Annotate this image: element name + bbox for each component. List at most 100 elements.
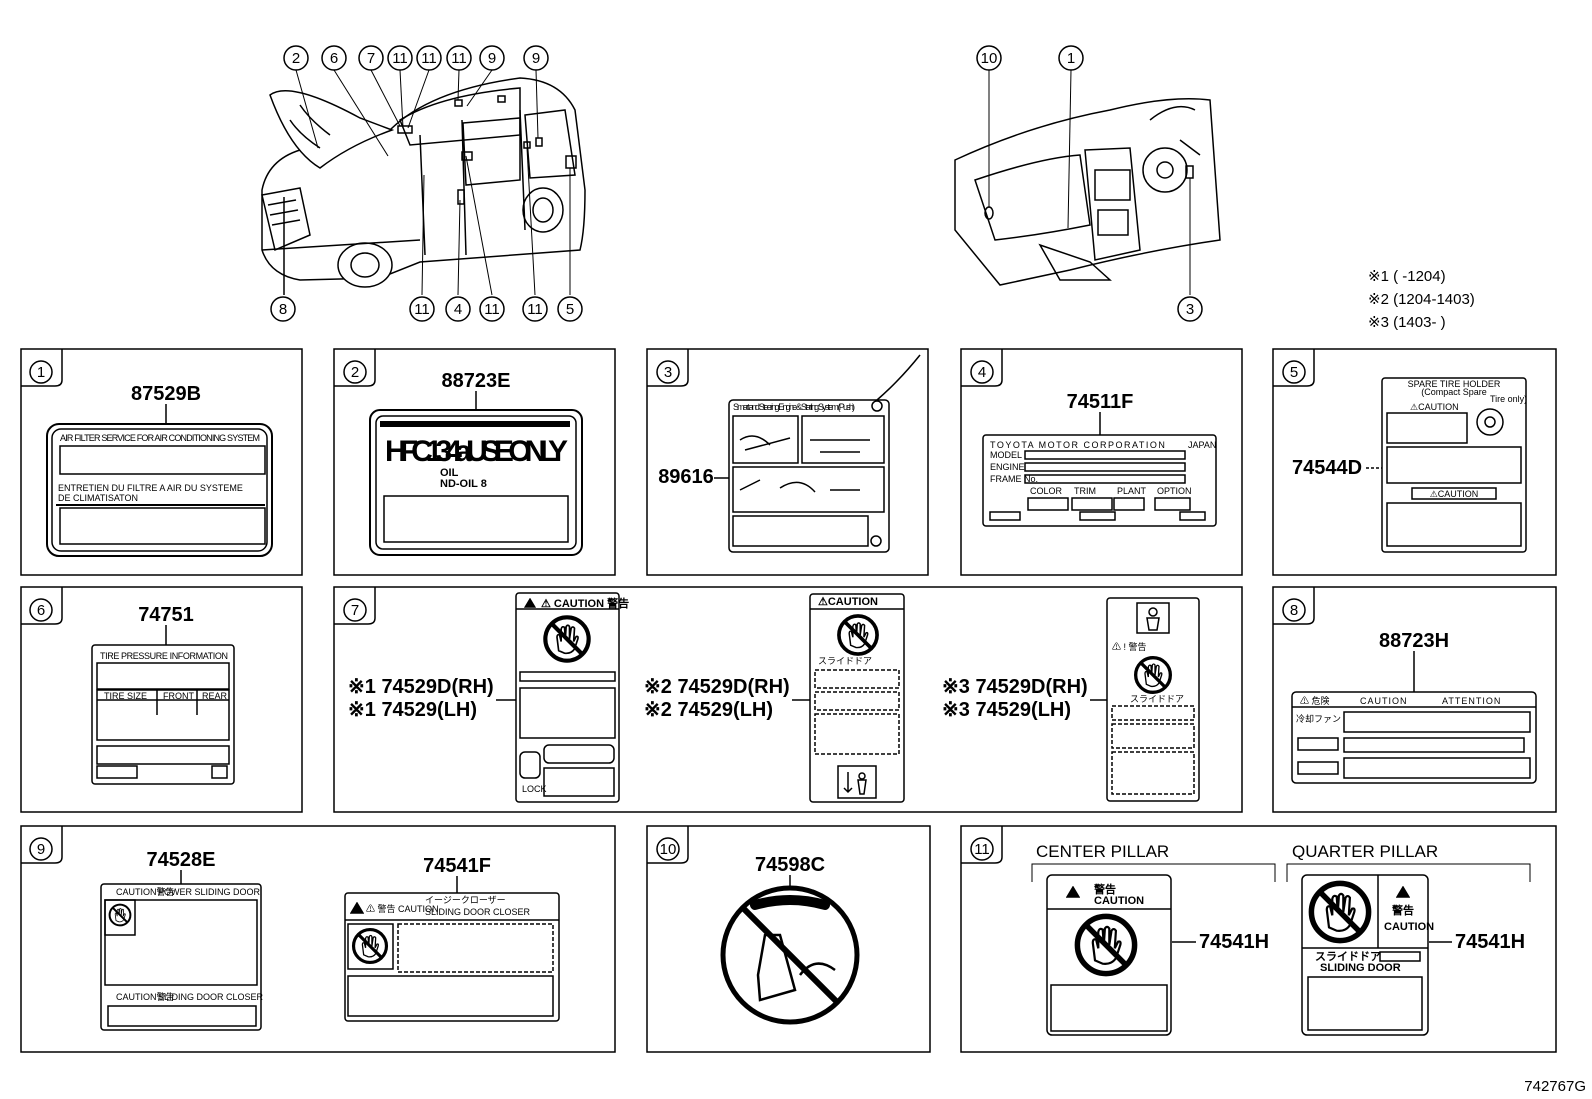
danger-label: ⚠ 危険 [1300, 695, 1330, 706]
panel-3: 3 89616 Smart and Steering Engine & Star… [646, 348, 929, 576]
label-heading: SPARE TIRE HOLDER [1408, 379, 1501, 389]
panel-10: 10 74598C [646, 825, 931, 1053]
caution-top: ⚠CAUTION [1410, 402, 1459, 412]
label-heading: Smart and Steering Engine & Starting Sys… [733, 402, 855, 412]
panel-6: 6 74751 TIRE PRESSURE INFORMATION TIRE S… [20, 586, 303, 813]
panel-number: 3 [664, 364, 672, 381]
svg-text:10: 10 [981, 50, 998, 67]
no-hand-icon [1077, 916, 1134, 973]
no-hand-icon [1311, 883, 1368, 940]
jp-slide-b: スライドドア [1315, 950, 1381, 963]
tire-size-header: TIRE SIZE [104, 691, 147, 701]
lock-label: LOCK [522, 784, 547, 794]
warn-a: 警告 [1093, 882, 1116, 896]
note-1: ※1 ( -1204) [1368, 268, 1446, 285]
center-pillar-heading: CENTER PILLAR [1036, 842, 1169, 861]
svg-text:2: 2 [292, 50, 300, 67]
panel-number: 4 [978, 364, 986, 381]
dashboard-interior-illustration [954, 98, 1221, 286]
caution-a: ⚠ CAUTION 警告 [541, 596, 629, 610]
svg-text:11: 11 [414, 301, 430, 318]
airbag-child-seat-icon [720, 885, 860, 1025]
callout-circle: 11 [446, 45, 472, 71]
callout-circle: 3 [1177, 296, 1203, 322]
label-headline: HFC134a USE ONLY [385, 435, 568, 468]
panel-number: 10 [660, 841, 677, 858]
callout-circle: 11 [522, 296, 548, 322]
callout-circle: 6 [321, 45, 347, 71]
callout-circle: 11 [479, 296, 505, 322]
panel-number: 8 [1290, 602, 1298, 619]
svg-text:9: 9 [532, 50, 540, 67]
svg-text:7: 7 [367, 50, 375, 67]
callout-circle: 9 [523, 45, 549, 71]
sliding-door-b: SLIDING DOOR [1320, 962, 1401, 974]
caution-b: ⚠ 警告 CAUTION [366, 903, 439, 914]
svg-text:3: 3 [1186, 301, 1194, 318]
svg-text:4: 4 [454, 301, 462, 318]
slide-label-b: スライドドア [818, 656, 872, 666]
panel-number: 7 [351, 602, 359, 619]
leader-lines-left [295, 69, 571, 296]
caution-a2: CAUTION警告 [116, 991, 175, 1002]
caution-label: CAUTION [1360, 696, 1408, 706]
panel-4: 4 74511F TOYOTA MOTOR CORPORATION JAPAN … [960, 348, 1243, 576]
callout-circle: 11 [416, 45, 442, 71]
part-number-a: 74528E [147, 849, 216, 871]
closer-b: SLIDING DOOR CLOSER [425, 907, 531, 917]
panel-number: 2 [351, 364, 359, 381]
callouts-left-bottom: 8 11 4 11 11 5 [270, 296, 583, 322]
callout-circle: 4 [445, 296, 471, 322]
quarter-pillar-heading: QUARTER PILLAR [1292, 842, 1438, 861]
no-hand-icon [108, 903, 132, 927]
panel-number: 6 [37, 602, 45, 619]
part-number: 89616 [658, 466, 714, 488]
part-number-c-rh: ※3 74529D(RH) [942, 676, 1088, 698]
svg-text:11: 11 [451, 50, 467, 67]
callout-circle: 5 [557, 296, 583, 322]
panel-number: 11 [974, 841, 990, 858]
part-number-b-lh: ※2 74529(LH) [644, 699, 773, 721]
leader-lines-right [988, 69, 1191, 295]
part-number: 74751 [138, 604, 194, 626]
caution-b: ⚠CAUTION [818, 596, 878, 608]
label-line-2: ENTRETIEN DU FILTRE A AIR DU SYSTEME [58, 483, 243, 493]
part-number-a: 74541H [1199, 931, 1269, 953]
panel-5: 5 74544D SPARE TIRE HOLDER (Compact Spar… [1272, 348, 1557, 576]
part-number-c-lh: ※3 74529(LH) [942, 699, 1071, 721]
part-number: 74544D [1292, 457, 1362, 479]
label-subheading-2: Tire only) [1490, 394, 1527, 404]
note-2: ※2 (1204-1403) [1368, 291, 1475, 308]
part-number-b: 74541H [1455, 931, 1525, 953]
callout-circle: 2 [283, 45, 309, 71]
date-range-notes: ※1 ( -1204) ※2 (1204-1403) ※3 (1403- ) [1368, 268, 1475, 331]
callouts-left-top: 2 6 7 11 11 11 9 9 [283, 45, 549, 71]
part-number: 87529B [131, 383, 201, 405]
svg-text:1: 1 [1067, 50, 1075, 67]
part-number: 74598C [755, 854, 825, 876]
svg-text:8: 8 [279, 301, 287, 318]
panel-11: 11 CENTER PILLAR QUARTER PILLAR 警告 CAUTI… [960, 825, 1557, 1053]
note-3: ※3 (1403- ) [1368, 314, 1446, 331]
oil-label: OIL [440, 467, 459, 479]
caution-bottom: ⚠CAUTION [1430, 489, 1479, 499]
country: JAPAN [1188, 440, 1216, 450]
slide-label-c: スライドドア [1130, 694, 1184, 704]
front-header: FRONT [163, 691, 194, 701]
callout-circle: 9 [479, 45, 505, 71]
panel-number: 9 [37, 841, 45, 858]
callout-circle: 11 [387, 45, 413, 71]
svg-text:11: 11 [484, 301, 500, 318]
panel-2: 2 88723E HFC134a USE ONLY OIL ND-OIL 8 [333, 348, 616, 576]
svg-text:6: 6 [330, 50, 338, 67]
caution-b: CAUTION [1384, 921, 1434, 933]
warn-b: 警告 [1391, 903, 1414, 917]
svg-text:9: 9 [488, 50, 496, 67]
maker-name: TOYOTA MOTOR CORPORATION [990, 440, 1166, 450]
attention-label: ATTENTION [1442, 696, 1501, 706]
svg-text:11: 11 [421, 50, 437, 67]
engine-label: ENGINE [990, 462, 1025, 472]
label-line-1: AIR FILTER SERVICE FOR AIR CONDITIONING … [60, 433, 260, 443]
svg-text:11: 11 [392, 50, 408, 67]
